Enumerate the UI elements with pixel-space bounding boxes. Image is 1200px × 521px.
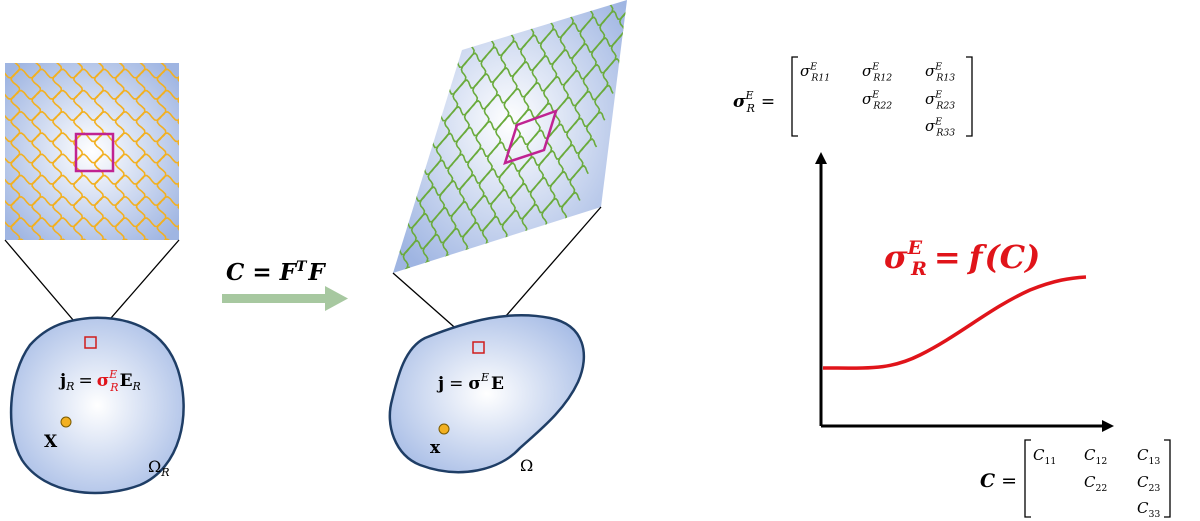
current-point-label: x xyxy=(430,438,441,458)
current-material-point-box xyxy=(472,341,485,354)
matrix-entry: C13 xyxy=(1137,446,1160,467)
fiber-strand xyxy=(177,75,179,231)
fiber-strand xyxy=(552,0,627,244)
reference-domain-label: ΩR xyxy=(148,457,170,479)
reference-domain xyxy=(9,316,185,495)
arrow-head xyxy=(325,286,348,311)
c-matrix-lhs: C= xyxy=(980,470,1017,492)
current-rve xyxy=(393,0,627,273)
sigma-matrix-bracket-right xyxy=(966,56,973,137)
matrix-entry: C11 xyxy=(1033,446,1056,467)
matrix-entry: C33 xyxy=(1137,499,1160,520)
arrow-shaft xyxy=(222,294,328,303)
fiber-strand xyxy=(156,63,167,240)
matrix-entry: C12 xyxy=(1084,446,1107,467)
reference-rve xyxy=(0,48,196,240)
reference-rve-background xyxy=(5,63,179,240)
reference-fiber-network xyxy=(0,48,196,240)
fiber-strand xyxy=(0,48,196,57)
current-unit-cell-box xyxy=(503,108,558,165)
deformation-arrow xyxy=(222,286,348,311)
graph-curve xyxy=(822,275,1087,370)
fiber-strand xyxy=(17,238,170,240)
current-point-dot xyxy=(438,423,450,435)
reference-material-point-box xyxy=(84,336,97,349)
reference-unit-cell-box xyxy=(74,132,115,173)
reference-point-dot xyxy=(60,416,72,428)
c-matrix-bracket-right xyxy=(1164,439,1171,518)
matrix-entry: C22 xyxy=(1084,473,1107,494)
sigma-matrix-bracket-left xyxy=(791,56,798,137)
current-domain xyxy=(388,313,586,474)
current-rve-background xyxy=(393,0,627,273)
c-matrix-bracket-left xyxy=(1024,439,1031,518)
matrix-entry: C23 xyxy=(1137,473,1160,494)
current-domain-label: Ω xyxy=(520,456,533,475)
reference-point-label: X xyxy=(44,432,58,452)
arrow-label: C=FTF xyxy=(226,259,326,286)
fiber-strand xyxy=(532,0,622,250)
